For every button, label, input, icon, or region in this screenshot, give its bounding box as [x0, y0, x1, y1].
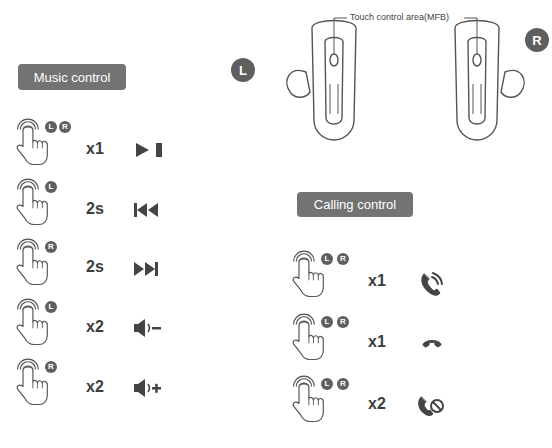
- tap-count: x2: [86, 318, 104, 336]
- call-symbols: [419, 273, 443, 416]
- badge-letter: L: [49, 303, 54, 311]
- heading-text: Calling control: [314, 197, 396, 212]
- badge-letter: R: [532, 34, 541, 47]
- badge-letter: R: [340, 318, 346, 326]
- side-badge: R: [45, 361, 57, 373]
- callout-label: Touch control area(MFB): [349, 12, 450, 22]
- tap-count: x2: [368, 395, 386, 413]
- music-symbols: [134, 143, 162, 397]
- tap-count: x1: [86, 140, 104, 158]
- tap-count: 2s: [86, 258, 104, 276]
- side-badge: R: [525, 28, 549, 52]
- badge-letter: L: [325, 255, 330, 263]
- side-badge: L: [45, 121, 57, 133]
- hand-icons: [17, 119, 323, 421]
- earbuds: [287, 21, 524, 141]
- badge-letter: L: [239, 64, 247, 77]
- badge-letter: R: [48, 243, 54, 251]
- badge-letter: R: [48, 363, 54, 371]
- side-badge: L: [45, 301, 57, 313]
- side-badge: R: [59, 121, 71, 133]
- badge-letter: R: [62, 123, 68, 131]
- badge-letter: R: [340, 380, 346, 388]
- badge-letter: L: [325, 318, 330, 326]
- section-heading: Music control: [18, 64, 126, 90]
- section-heading: Calling control: [297, 192, 413, 217]
- side-badge: L: [321, 378, 333, 390]
- badge-letter: L: [49, 183, 54, 191]
- side-badge: R: [337, 316, 349, 328]
- tap-count: x2: [86, 378, 104, 396]
- tap-count: x1: [368, 272, 386, 290]
- tap-count: x1: [368, 333, 386, 351]
- side-badge: L: [321, 316, 333, 328]
- badge-letter: L: [49, 123, 54, 131]
- badge-letter: L: [325, 380, 330, 388]
- tap-count: 2s: [86, 200, 104, 218]
- side-badge: L: [321, 253, 333, 265]
- badge-letter: R: [340, 255, 346, 263]
- side-badge: R: [337, 378, 349, 390]
- side-badge: L: [231, 58, 255, 82]
- side-badge: L: [45, 181, 57, 193]
- side-badge: R: [337, 253, 349, 265]
- side-badge: R: [45, 241, 57, 253]
- leader-lines: [334, 18, 477, 54]
- heading-text: Music control: [34, 70, 111, 85]
